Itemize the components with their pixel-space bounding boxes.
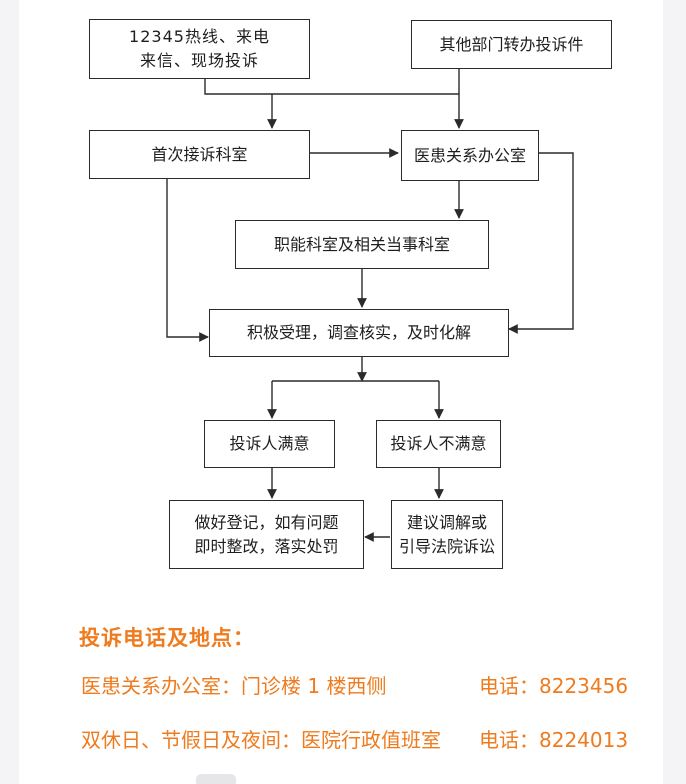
contact-row-1-phone: 电话：8223456 bbox=[479, 674, 629, 698]
node-unsatisfied: 投诉人不满意 bbox=[376, 420, 501, 468]
contact-row-2-phone: 电话：8224013 bbox=[479, 728, 629, 752]
flowchart-connectors bbox=[166, 69, 574, 542]
connector-relations-to-handle bbox=[508, 152, 574, 334]
connector-first-to-handle bbox=[166, 179, 209, 342]
bottom-tab-handle bbox=[196, 774, 236, 784]
contact-row-1-label: 医患关系办公室：门诊楼 1 楼西侧 bbox=[81, 674, 387, 698]
node-handle: 积极受理，调查核实，及时化解 bbox=[209, 309, 509, 357]
node-record: 做好登记，如有问题 即时整改，落实处罚 bbox=[169, 500, 364, 569]
node-relations-office: 医患关系办公室 bbox=[401, 130, 539, 181]
node-transfer: 其他部门转办投诉件 bbox=[411, 20, 612, 69]
node-functional: 职能科室及相关当事科室 bbox=[235, 220, 489, 269]
node-hotline: 12345热线、来电 来信、现场投诉 bbox=[89, 19, 310, 79]
contact-row-2-label: 双休日、节假日及夜间：医院行政值班室 bbox=[81, 728, 441, 752]
contact-heading: 投诉电话及地点： bbox=[79, 626, 255, 650]
connector-hotline-merge bbox=[204, 79, 459, 95]
node-satisfied: 投诉人满意 bbox=[204, 420, 335, 468]
node-first-office: 首次接诉科室 bbox=[89, 130, 310, 179]
node-mediation: 建议调解或 引导法院诉讼 bbox=[391, 500, 503, 569]
page: 12345热线、来电 来信、现场投诉 其他部门转办投诉件 首次接诉科室 医患关系… bbox=[19, 0, 663, 784]
